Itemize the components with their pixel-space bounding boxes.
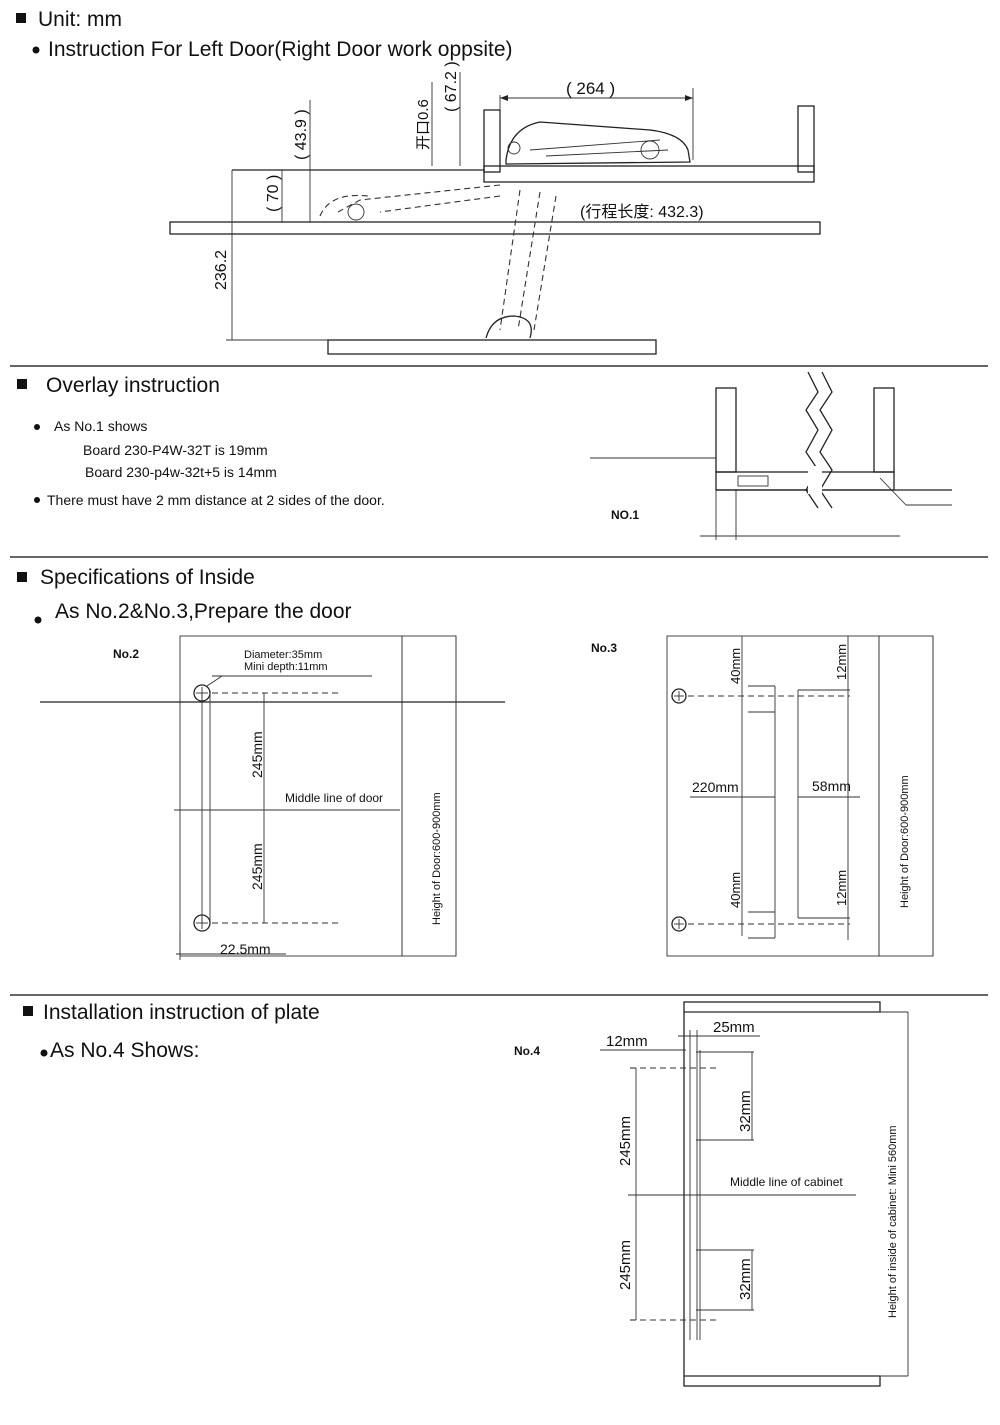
door-drilling-diagram-no2: No.2 Diameter:35mm Mini depth:11mm 245mm…: [40, 635, 505, 960]
dim-43-9: ( 43.9 ): [293, 109, 310, 160]
unit-heading: Unit: mm: [38, 8, 122, 31]
dim-no3-12-upper: 12mm: [834, 644, 849, 680]
section-specs-inside: Specifications of Inside As No.2&No.3,Pr…: [17, 566, 934, 960]
hole-depth: Mini depth:11mm: [244, 661, 328, 673]
cabinet-inside-height: Height of inside of cabinet: Mini 560mm: [887, 1125, 899, 1318]
dim-70: ( 70 ): [265, 175, 282, 212]
bullet-dot-icon: [34, 424, 40, 430]
bullet-dot-icon: [40, 1049, 48, 1057]
overlay-heading: Overlay instruction: [46, 374, 220, 397]
bullet-square-icon: [16, 13, 26, 23]
bullet-dot-icon: [34, 497, 40, 503]
cabinet-right-wall: [797, 105, 815, 173]
dim-no4-32-upper: 32mm: [737, 1090, 754, 1132]
dim-no4-245-upper: 245mm: [617, 1116, 634, 1166]
bullet-square-icon: [17, 572, 27, 582]
dim-no2-22-5: 22.5mm: [220, 941, 271, 957]
dim-no3-40-upper: 40mm: [728, 648, 743, 684]
plate-instruction: As No.4 Shows:: [50, 1039, 199, 1062]
door-panel-closed: [169, 221, 821, 235]
section-plate-installation: Installation instruction of plate As No.…: [23, 1001, 909, 1387]
prepare-door-instruction: As No.2&No.3,Prepare the door: [55, 600, 352, 623]
dim-no4-12: 12mm: [606, 1033, 648, 1050]
bullet-square-icon: [23, 1006, 33, 1016]
dim-no3-40-lower: 40mm: [728, 872, 743, 908]
specs-heading: Specifications of Inside: [40, 566, 255, 589]
bullet-square-icon: [17, 379, 27, 389]
overlay-diagram-no1: NO.1: [590, 371, 952, 540]
cabinet-plate-diagram-no4: No.4 12mm 25mm 32mm 245mm: [514, 1001, 909, 1387]
middle-line-of-door: Middle line of door: [285, 791, 383, 805]
hinge-side-diagram: ( 264 ) ( 67.2 ) 开口0.6 ( 43.9 ) ( 70 ) 2…: [169, 61, 821, 355]
dim-no2-245-upper: 245mm: [249, 731, 265, 778]
dim-no2-245-lower: 245mm: [249, 843, 265, 890]
dim-no3-220: 220mm: [692, 779, 739, 795]
hole-diameter: Diameter:35mm: [244, 649, 322, 661]
figure-label-no4: No.4: [514, 1044, 540, 1058]
middle-line-of-cabinet: Middle line of cabinet: [730, 1175, 843, 1189]
overlay-item-1: As No.1 shows: [54, 418, 147, 434]
figure-label-no3: No.3: [591, 641, 617, 655]
overlay-item-2: There must have 2 mm distance at 2 sides…: [47, 492, 385, 508]
cabinet-left-wall: [483, 109, 501, 173]
travel-length: (行程长度: 432.3): [580, 203, 704, 221]
dim-opening-0-6: 开口0.6: [415, 99, 432, 150]
left-door-instruction: Instruction For Left Door(Right Door wor…: [48, 38, 513, 61]
plate-heading: Installation instruction of plate: [43, 1001, 320, 1024]
section-overlay: Overlay instruction As No.1 shows Board …: [17, 371, 952, 540]
door-height-no3: Height of Door:600-900mm: [899, 775, 911, 908]
door-panel-lowered: [327, 339, 657, 355]
overlay-board-14mm: Board 230-p4w-32t+5 is 14mm: [85, 464, 277, 480]
dim-264: ( 264 ): [566, 79, 615, 98]
door-height-no2: Height of Door:600-900mm: [431, 792, 443, 925]
dim-67-2: ( 67.2 ): [443, 61, 460, 112]
dim-no3-12-lower: 12mm: [834, 870, 849, 906]
figure-label-no1: NO.1: [611, 508, 639, 522]
cabinet-top-panel: [483, 165, 815, 183]
overlay-board-19mm: Board 230-P4W-32T is 19mm: [83, 442, 268, 458]
door-drilling-diagram-no3: No.3 40mm 12mm 220mm 58mm 40mm: [591, 635, 934, 957]
dim-no3-58: 58mm: [812, 778, 851, 794]
figure-label-no2: No.2: [113, 647, 139, 661]
dim-no4-25: 25mm: [713, 1019, 755, 1036]
dim-no4-245-lower: 245mm: [617, 1240, 634, 1290]
dim-236-2: 236.2: [213, 250, 230, 290]
bullet-dot-icon: [34, 616, 42, 624]
bullet-dot-icon: [32, 46, 40, 54]
section-hinge-geometry: Unit: mm Instruction For Left Door(Right…: [16, 8, 821, 355]
dim-no4-32-lower: 32mm: [737, 1258, 754, 1300]
